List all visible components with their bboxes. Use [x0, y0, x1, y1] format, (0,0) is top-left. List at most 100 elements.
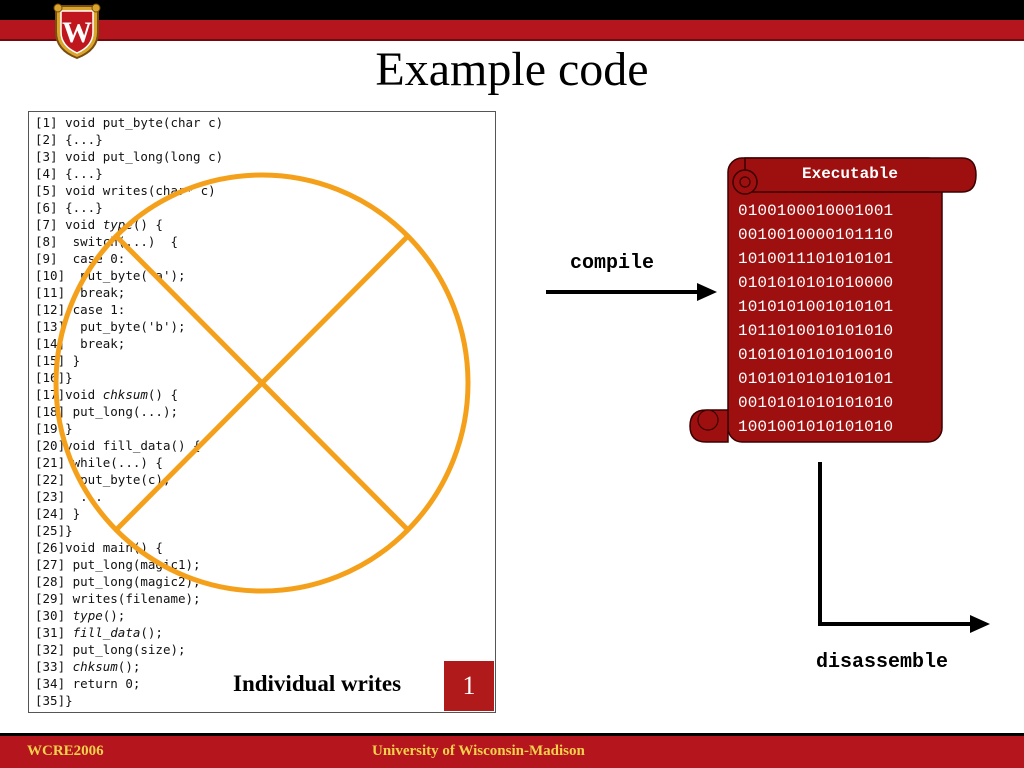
footer-conference: WCRE2006	[27, 743, 104, 759]
code-text: void writes(char* c)	[57, 183, 216, 198]
code-line: [26]void main() {	[35, 539, 163, 556]
binary-line: 1010011101010101	[738, 250, 894, 268]
code-line: [30] type();	[35, 607, 125, 624]
header-red-strip	[0, 20, 1024, 39]
code-text: type	[102, 217, 133, 232]
code-text: type	[72, 608, 103, 623]
line-number: [31]	[35, 625, 66, 640]
code-text: put_byte(c);	[65, 472, 171, 487]
line-number: [12]	[35, 302, 66, 317]
uw-crest-icon: W	[53, 3, 101, 60]
code-line: [19]}	[35, 420, 73, 437]
footer-black-strip	[0, 733, 1024, 736]
line-number: [6]	[35, 200, 58, 215]
code-line: [23] ...	[35, 488, 103, 505]
code-line: [9] case 0:	[35, 250, 125, 267]
line-number: [22]	[35, 472, 66, 487]
code-line: [13] put_byte('b');	[35, 318, 186, 335]
code-line: [29] writes(filename);	[35, 590, 201, 607]
code-line: [10] put_byte('a');	[35, 267, 186, 284]
line-number: [19]	[35, 421, 66, 436]
binary-line: 1010101001010101	[738, 298, 894, 316]
code-line: [14] break;	[35, 335, 125, 352]
line-number: [32]	[35, 642, 66, 657]
line-number: [14]	[35, 336, 66, 351]
line-number: [17]	[35, 387, 66, 402]
code-line: [34] return 0;	[35, 675, 140, 692]
disassemble-arrow	[818, 462, 990, 633]
code-text: }	[65, 693, 73, 708]
code-line: [11] break;	[35, 284, 125, 301]
code-text: put_long(...);	[65, 404, 178, 419]
code-text: while(...) {	[65, 455, 163, 470]
line-number: [30]	[35, 608, 66, 623]
binary-line: 0101010101010000	[738, 274, 894, 292]
code-line: [5] void writes(char* c)	[35, 182, 216, 199]
code-line: [16]}	[35, 369, 73, 386]
binary-line: 0010010000101110	[738, 226, 894, 244]
code-line: [6] {...}	[35, 199, 103, 216]
code-text: case 1:	[65, 302, 126, 317]
footer-bar: WCRE2006 University of Wisconsin-Madison	[0, 733, 1024, 768]
code-line: [8] switch(...) {	[35, 233, 178, 250]
line-number: [1]	[35, 115, 58, 130]
code-text	[65, 608, 73, 623]
code-text: void	[57, 217, 103, 232]
slide-title: Example code	[375, 43, 649, 96]
code-text: void fill_data() {	[65, 438, 201, 453]
code-listing: [1] void put_byte(char c)[2] {...}[3] vo…	[28, 111, 496, 713]
code-text: chksum	[72, 659, 118, 674]
code-text: chksum	[102, 387, 148, 402]
svg-text:W: W	[62, 16, 92, 49]
code-line: [32] put_long(size);	[35, 641, 186, 658]
code-text: }	[65, 523, 73, 538]
code-text: }	[65, 353, 81, 368]
compile-label: compile	[570, 252, 655, 275]
footer-university: University of Wisconsin-Madison	[372, 743, 585, 759]
code-text: ();	[117, 659, 141, 674]
code-text: put_byte('b');	[65, 319, 186, 334]
header-divider	[0, 39, 1024, 41]
line-number: [2]	[35, 132, 58, 147]
line-number: [33]	[35, 659, 66, 674]
binary-line: 0010101010101010	[738, 394, 894, 412]
header-black-strip	[0, 0, 1024, 20]
code-text: fill_data	[72, 625, 141, 640]
line-number: [23]	[35, 489, 66, 504]
code-line: [12] case 1:	[35, 301, 125, 318]
code-text: case 0:	[57, 251, 126, 266]
code-text: }	[65, 506, 81, 521]
line-number: [5]	[35, 183, 58, 198]
line-number: [15]	[35, 353, 66, 368]
code-line: [24] }	[35, 505, 80, 522]
binary-line: 1011010010101010	[738, 322, 894, 340]
line-number: [10]	[35, 268, 66, 283]
code-text: put_long(magic2);	[65, 574, 201, 589]
code-line: [15] }	[35, 352, 80, 369]
code-line: [3] void put_long(long c)	[35, 148, 223, 165]
code-line: [25]}	[35, 522, 73, 539]
code-text: break;	[65, 336, 126, 351]
code-line: [2] {...}	[35, 131, 103, 148]
line-number: [28]	[35, 574, 66, 589]
code-line: [7] void type() {	[35, 216, 163, 233]
code-text: void	[65, 387, 103, 402]
code-text: break;	[65, 285, 126, 300]
line-number: [25]	[35, 523, 66, 538]
line-number: [3]	[35, 149, 58, 164]
code-line: [27] put_long(magic1);	[35, 556, 201, 573]
executable-title: Executable	[801, 165, 898, 183]
line-number: [27]	[35, 557, 66, 572]
code-text: }	[65, 370, 73, 385]
code-text: }	[65, 421, 73, 436]
code-text: {...}	[57, 132, 103, 147]
binary-line: 0101010101010101	[738, 370, 894, 388]
line-number: [11]	[35, 285, 66, 300]
line-number: [7]	[35, 217, 58, 232]
code-text: void put_long(long c)	[57, 149, 224, 164]
compile-arrow	[546, 283, 717, 301]
code-text	[65, 659, 73, 674]
line-number: [24]	[35, 506, 66, 521]
line-number: [18]	[35, 404, 66, 419]
code-text: ();	[140, 625, 163, 640]
